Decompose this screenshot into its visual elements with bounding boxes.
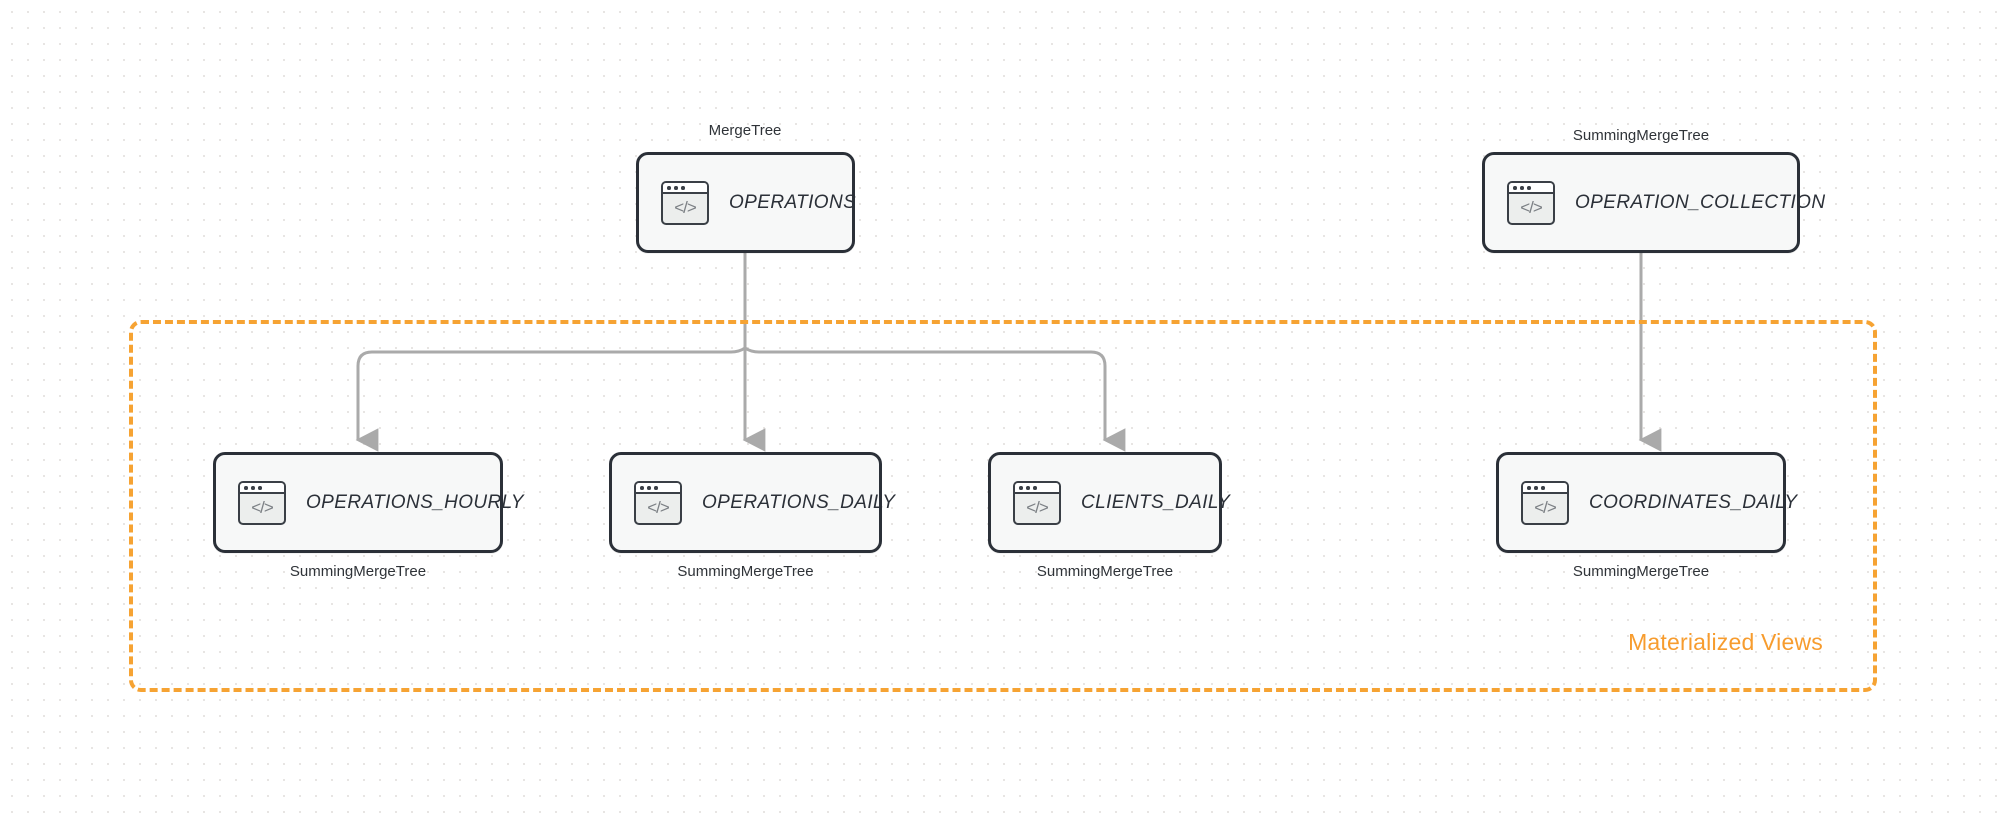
icon-dot: [654, 486, 658, 490]
icon-dot: [1534, 486, 1538, 490]
node-label-operations-daily: OPERATIONS_DAILY: [702, 491, 896, 513]
icon-code-glyph: </>: [674, 197, 697, 217]
code-window-icon: </>: [661, 180, 709, 225]
node-operations[interactable]: </> OPERATIONS: [636, 152, 857, 253]
icon-dot: [647, 486, 651, 490]
code-window-icon: </>: [238, 480, 286, 525]
node-label-operations: OPERATIONS: [729, 191, 857, 213]
icon-code-glyph: </>: [1026, 497, 1049, 517]
icon-titlebar: [1509, 182, 1553, 194]
materialized-views-caption: Materialized Views: [1628, 629, 1823, 655]
icon-code-glyph: </>: [1520, 197, 1543, 217]
icon-dot: [1019, 486, 1023, 490]
code-window-icon: </>: [1013, 480, 1061, 525]
engine-caption-clients-daily: SummingMergeTree: [1036, 563, 1174, 580]
icon-code-glyph: </>: [251, 497, 274, 517]
node-label-operation-collection: OPERATION_COLLECTION: [1575, 191, 1826, 213]
icon-code-glyph: </>: [1534, 497, 1557, 517]
node-label-clients-daily: CLIENTS_DAILY: [1081, 491, 1231, 513]
icon-dot: [251, 486, 255, 490]
icon-dot: [1527, 186, 1531, 190]
node-operations-daily[interactable]: </> OPERATIONS_DAILY: [609, 452, 895, 553]
icon-dot: [674, 186, 678, 190]
engine-caption-operations-hourly: SummingMergeTree: [289, 563, 427, 580]
code-window-icon: </>: [1507, 180, 1555, 225]
icon-titlebar: [636, 482, 680, 494]
icon-dot: [1026, 486, 1030, 490]
node-operation-collection[interactable]: </> OPERATION_COLLECTION: [1482, 152, 1825, 253]
icon-dot: [1527, 486, 1531, 490]
icon-dot: [667, 186, 671, 190]
icon-dot: [640, 486, 644, 490]
node-coordinates-daily[interactable]: </> COORDINATES_DAILY: [1496, 452, 1797, 553]
icon-titlebar: [663, 182, 707, 194]
icon-dot: [1033, 486, 1037, 490]
code-window-icon: </>: [1521, 480, 1569, 525]
icon-dot: [1541, 486, 1545, 490]
engine-caption-operation-collection: SummingMergeTree: [1572, 127, 1710, 144]
code-window-icon: </>: [634, 480, 682, 525]
icon-dot: [258, 486, 262, 490]
icon-titlebar: [240, 482, 284, 494]
node-clients-daily[interactable]: </> CLIENTS_DAILY: [988, 452, 1230, 553]
node-label-coordinates-daily: COORDINATES_DAILY: [1589, 491, 1798, 513]
materialized-views-group: Materialized Views: [129, 320, 1877, 692]
node-label-operations-hourly: OPERATIONS_HOURLY: [306, 491, 524, 513]
node-operations-hourly[interactable]: </> OPERATIONS_HOURLY: [213, 452, 524, 553]
icon-code-glyph: </>: [647, 497, 670, 517]
engine-caption-operations-daily: SummingMergeTree: [677, 563, 814, 580]
engine-caption-operations: MergeTree: [708, 122, 782, 139]
icon-dot: [681, 186, 685, 190]
icon-dot: [1520, 186, 1524, 190]
engine-caption-coordinates-daily: SummingMergeTree: [1572, 563, 1710, 580]
icon-titlebar: [1015, 482, 1059, 494]
icon-titlebar: [1523, 482, 1567, 494]
icon-dot: [244, 486, 248, 490]
icon-dot: [1513, 186, 1517, 190]
